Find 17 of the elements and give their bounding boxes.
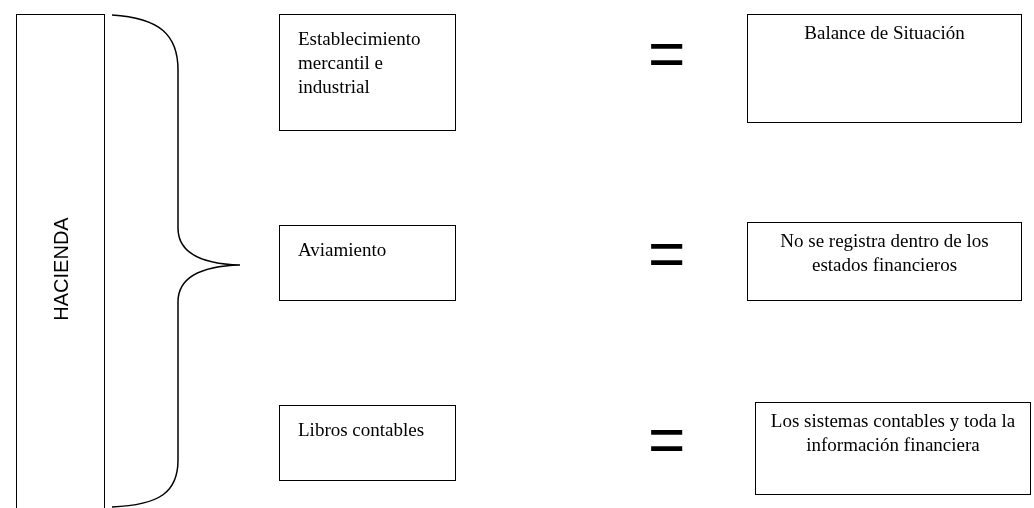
equals-sign: =	[648, 22, 686, 86]
equals-sign: =	[648, 408, 686, 472]
box-text: Libros contables	[298, 418, 426, 442]
box-text: Aviamiento	[298, 238, 388, 262]
box-text: Establecimiento mercantil e industrial	[298, 27, 422, 99]
vertical-heading: HACIENDA	[48, 217, 73, 321]
text-box	[279, 225, 456, 301]
vertical-title-box	[16, 14, 105, 508]
box-text: Balance de Situación	[803, 21, 966, 45]
equals-sign: =	[648, 222, 686, 286]
text-box	[755, 402, 1031, 495]
text-box	[747, 14, 1022, 123]
box-text: No se registra dentro de los estados financieros	[779, 229, 990, 277]
text-box	[279, 14, 456, 131]
box-text: Los sistemas contables y toda la información financiera	[769, 409, 1017, 457]
text-box	[747, 222, 1022, 301]
text-box	[279, 405, 456, 481]
